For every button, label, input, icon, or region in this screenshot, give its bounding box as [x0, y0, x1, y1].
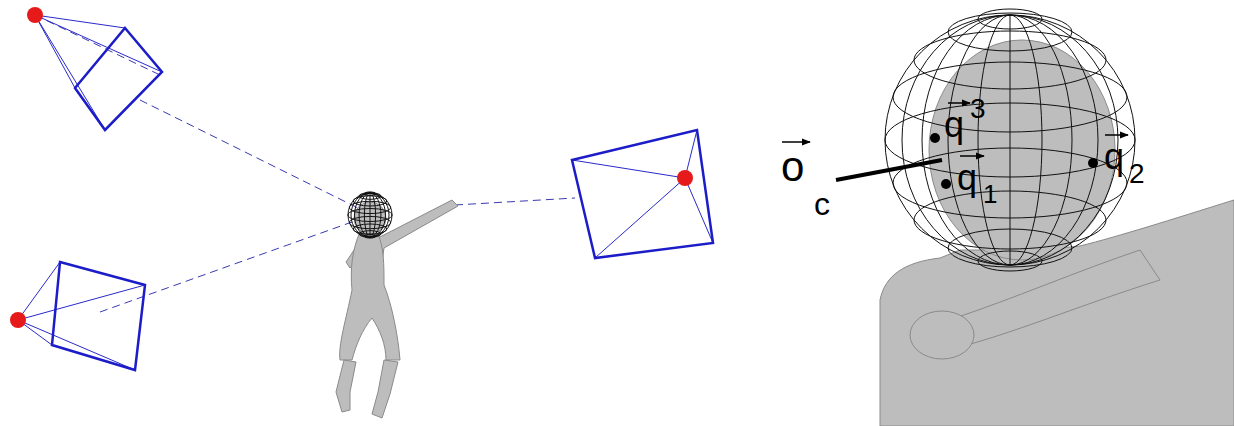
illustration-part — [35, 15, 162, 72]
illustration-part — [910, 311, 974, 359]
camera — [10, 262, 145, 370]
subscript: 1 — [982, 181, 998, 207]
sight-lines — [35, 15, 575, 312]
illustration-part — [677, 170, 693, 186]
human-closeup — [880, 40, 1234, 426]
vector-name: q — [1103, 139, 1125, 175]
illustration-part — [455, 198, 575, 205]
illustration-part — [35, 15, 105, 130]
illustration-part — [140, 100, 358, 208]
vector-name: o — [780, 146, 805, 188]
illustration-part — [75, 28, 162, 130]
illustration-part — [1088, 158, 1098, 168]
illustration-part — [18, 262, 60, 320]
illustration-part — [336, 360, 356, 412]
illustration-part — [18, 320, 135, 370]
illustration-part — [572, 130, 713, 258]
illustration-part — [572, 130, 713, 258]
camera — [572, 130, 713, 258]
vector-arrows — [782, 103, 1128, 156]
illustration-part — [948, 102, 970, 104]
illustration-part — [930, 133, 940, 143]
illustration-part — [10, 312, 26, 328]
vector-name: q — [956, 160, 978, 196]
illustration-part — [1105, 134, 1128, 136]
illustration-part — [100, 222, 352, 312]
illustration-part — [595, 178, 685, 258]
illustration-part — [35, 15, 162, 130]
subscript: c — [813, 188, 831, 220]
subscript: 2 — [1128, 160, 1146, 188]
illustration-part — [960, 155, 984, 157]
wire-sphere — [885, 9, 1135, 271]
subscript: 3 — [969, 95, 987, 123]
illustration-part — [35, 15, 75, 88]
illustration-part — [18, 262, 145, 370]
illustration-part — [782, 141, 810, 143]
illustration-part — [18, 285, 145, 320]
wire-sphere — [348, 192, 392, 238]
illustration-part — [941, 179, 951, 189]
illustration-part — [27, 7, 43, 23]
illustration-part — [340, 232, 400, 360]
illustration-part — [372, 360, 398, 418]
illustration-part — [572, 160, 685, 178]
pointer-line — [836, 160, 942, 180]
vector-name: q — [943, 107, 965, 143]
camera — [27, 7, 162, 130]
illustration-part — [52, 262, 145, 370]
